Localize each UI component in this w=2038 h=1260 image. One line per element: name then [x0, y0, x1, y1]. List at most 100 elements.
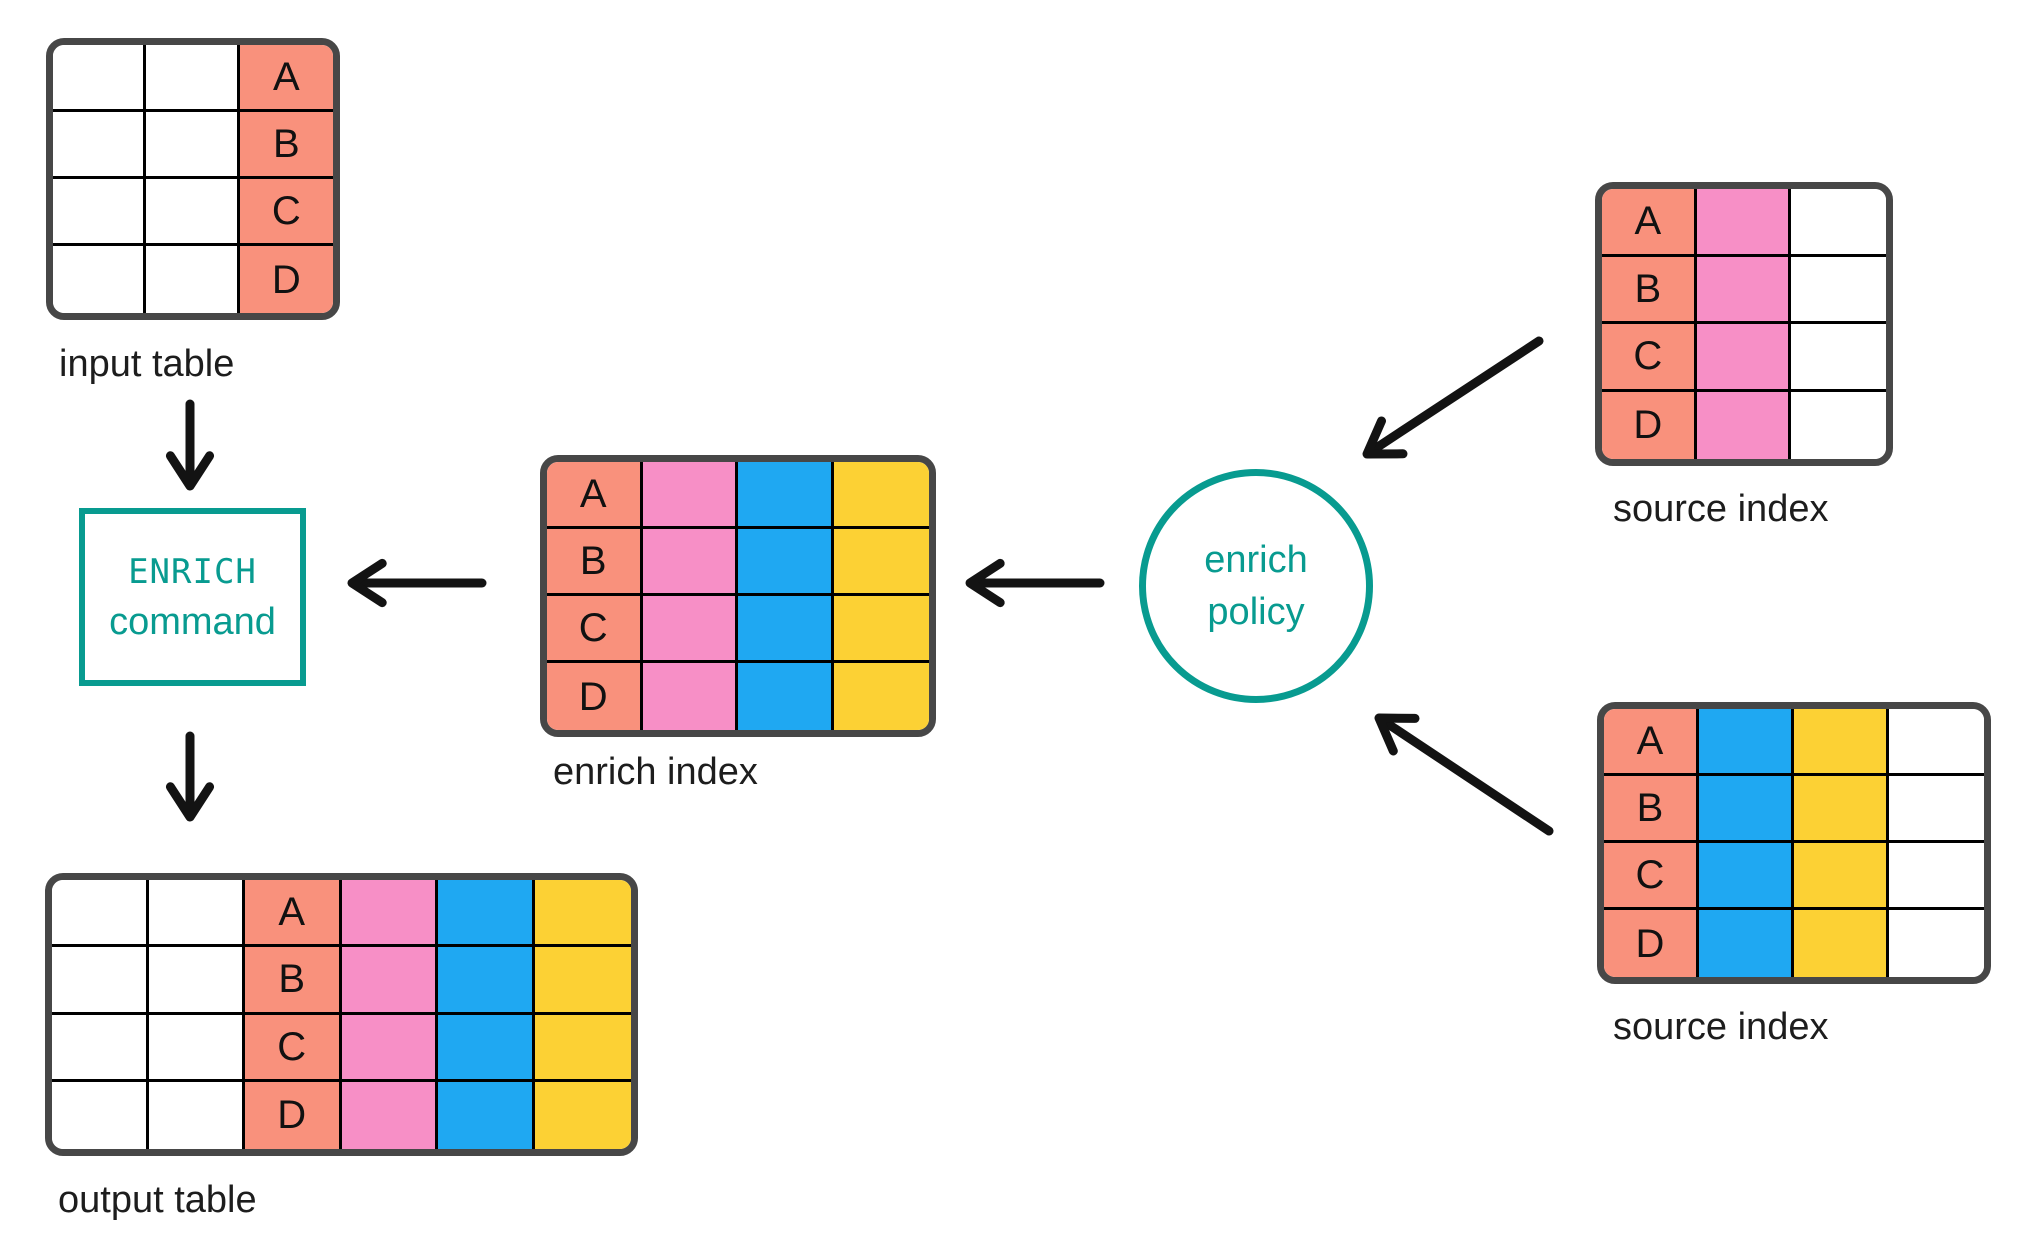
output-table-cell-r2c6 [534, 947, 631, 1015]
source-index-bottom-cell-r3c3 [1794, 843, 1889, 910]
enrich-index-label: enrich index [553, 751, 758, 793]
enrich-index-cell-r4c1: D [547, 663, 643, 730]
arrow-enrichindex-to-command-icon [347, 558, 487, 608]
arrow-policy-to-enrichindex-icon [965, 558, 1105, 608]
enrich-index-cell-r3c1: C [547, 596, 643, 663]
enrich-index-cell-r1c3 [738, 462, 834, 529]
enrich-policy-word1: enrich [1204, 539, 1308, 581]
enrich-index-cell-r3c3 [738, 596, 834, 663]
output-table-cell-r4c5 [438, 1081, 535, 1149]
source-index-bottom-cell-r4c4 [1889, 910, 1984, 977]
source-index-bottom-cell-r3c2 [1699, 843, 1794, 910]
enrich-index-cell-r4c2 [642, 663, 738, 730]
enrich-index-cell-r1c2 [642, 462, 738, 529]
source-index-top-label: source index [1613, 488, 1829, 530]
output-table-cell-r2c5 [438, 947, 535, 1015]
source-index-bottom-cell-r1c1: A [1604, 709, 1699, 776]
output-table-cell-r3c1 [52, 1014, 149, 1082]
input-table-cell-r2c1 [53, 112, 147, 179]
source-index-top-cell-r2c3 [1791, 256, 1886, 324]
source-index-top-cell-r4c3 [1791, 391, 1886, 459]
enrich-index-cell-r1c4 [833, 462, 929, 529]
source-index-bottom-cell-r4c3 [1794, 910, 1889, 977]
source-index-bottom-cell-r1c2 [1699, 709, 1794, 776]
arrow-input-to-command-icon [165, 399, 215, 491]
source-index-bottom-cell-r2c4 [1889, 776, 1984, 843]
enrich-policy-word2: policy [1207, 591, 1305, 633]
enrich-index-cell-r2c3 [738, 529, 834, 596]
output-table-cell-r3c2 [148, 1014, 245, 1082]
output-table-cell-r4c3: D [245, 1081, 342, 1149]
output-table-cell-r4c6 [534, 1081, 631, 1149]
output-table-cell-r3c6 [534, 1014, 631, 1082]
output-table-cell-r4c2 [148, 1081, 245, 1149]
enrich-policy-circle: enrich policy [1139, 469, 1373, 703]
output-table-cell-r3c3: C [245, 1014, 342, 1082]
source-index-bottom-cell-r4c1: D [1604, 910, 1699, 977]
output-table-cell-r2c4 [341, 947, 438, 1015]
arrow-sourcetop-to-policy-icon [1362, 336, 1544, 459]
source-index-bottom-cell-r4c2 [1699, 910, 1794, 977]
source-index-top-cell-r4c2 [1696, 391, 1792, 459]
source-index-top-cell-r1c3 [1791, 189, 1886, 257]
output-table-cell-r2c2 [148, 947, 245, 1015]
enrich-index-cell-r4c3 [738, 663, 834, 730]
output-table-cell-r1c6 [534, 880, 631, 948]
output-table-label: output table [58, 1179, 257, 1221]
source-index-bottom-cell-r2c3 [1794, 776, 1889, 843]
output-table-cell-r1c5 [438, 880, 535, 948]
source-index-bottom-cell-r1c4 [1889, 709, 1984, 776]
enrich-index-cell-r3c4 [833, 596, 929, 663]
output-table-cell-r1c3: A [245, 880, 342, 948]
enrich-command-box: ENRICH command [79, 508, 306, 686]
source-index-bottom-cell-r1c3 [1794, 709, 1889, 776]
source-index-bottom-cell-r2c2 [1699, 776, 1794, 843]
source-index-top-cell-r3c2 [1696, 324, 1792, 392]
output-table-cell-r3c4 [341, 1014, 438, 1082]
input-table-cell-r4c3: D [239, 246, 333, 313]
output-table-cell-r1c2 [148, 880, 245, 948]
output-table-cell-r2c1 [52, 947, 149, 1015]
enrich-index-cell-r2c1: B [547, 529, 643, 596]
source-index-bottom-cell-r2c1: B [1604, 776, 1699, 843]
output-table-cell-r1c1 [52, 880, 149, 948]
input-table-label: input table [59, 343, 235, 385]
enrich-index-cell-r2c2 [642, 529, 738, 596]
input-table-cell-r2c2 [146, 112, 240, 179]
source-index-top-cell-r4c1: D [1602, 391, 1697, 459]
source-index-bottom-cell-r3c1: C [1604, 843, 1699, 910]
input-table-cell-r1c1 [53, 45, 147, 112]
input-table-cell-r4c2 [146, 246, 240, 313]
source-index-top-cell-r2c1: B [1602, 256, 1697, 324]
enrich-command-keyword: ENRICH [128, 552, 257, 592]
input-table-cell-r4c1 [53, 246, 147, 313]
enrich-command-word: command [109, 601, 276, 643]
enrich-index-cell-r3c2 [642, 596, 738, 663]
output-table-cell-r2c3: B [245, 947, 342, 1015]
input-table-cell-r1c2 [146, 45, 240, 112]
output-table-cell-r4c4 [341, 1081, 438, 1149]
output-table-cell-r4c1 [52, 1081, 149, 1149]
source-index-bottom-cell-r3c4 [1889, 843, 1984, 910]
source-index-top-cell-r2c2 [1696, 256, 1792, 324]
enrich-index-cell-r4c4 [833, 663, 929, 730]
source-index-top-cell-r3c3 [1791, 324, 1886, 392]
output-table-cell-r3c5 [438, 1014, 535, 1082]
input-table-cell-r2c3: B [239, 112, 333, 179]
input-table-cell-r3c1 [53, 179, 147, 246]
input-table-cell-r3c3: C [239, 179, 333, 246]
output-table-cell-r1c4 [341, 880, 438, 948]
input-table-cell-r1c3: A [239, 45, 333, 112]
source-index-top-cell-r1c1: A [1602, 189, 1697, 257]
source-index-bottom-label: source index [1613, 1006, 1829, 1048]
